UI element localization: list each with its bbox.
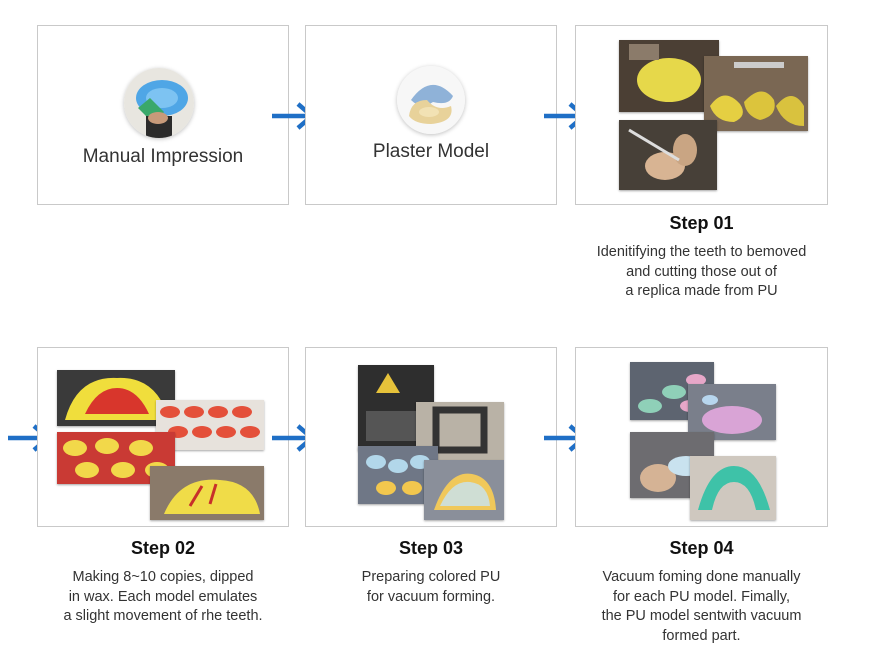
step-03-description: Preparing colored PU for vacuum forming.	[290, 568, 572, 607]
step-04-photo-aligner	[690, 456, 776, 520]
step-02-box	[37, 347, 289, 527]
step-03-line: for vacuum forming.	[366, 588, 496, 605]
step-04-box	[575, 347, 828, 527]
plaster-model-image	[397, 66, 465, 134]
step-01-title: Step 01	[669, 213, 734, 233]
step-02-photo-detail	[150, 466, 264, 520]
step-04-title: Step 04	[669, 538, 734, 558]
step-04-line: Vacuum foming done manually	[602, 569, 801, 585]
plaster-model-label: Plaster Model	[372, 141, 490, 162]
step-02-line: a slight movement of rhe teeth.	[63, 608, 263, 624]
step-01-line: a replica made from PU	[625, 283, 778, 299]
step-02-description: Making 8~10 copies, dipped in wax. Each …	[22, 568, 304, 627]
step-03-photo-formed	[424, 460, 504, 520]
step-01-description: Idenitifying the teeth to bemoved and cu…	[560, 243, 843, 302]
step-04-line: for each PU model. Fimally,	[612, 588, 790, 605]
step-01-line: Idenitifying the teeth to bemoved	[596, 244, 807, 260]
step-04-description: Vacuum foming done manually for each PU …	[560, 568, 843, 646]
step-01-photo-cutting	[619, 40, 719, 112]
step-04-line: the PU model sentwith vacuum	[601, 608, 802, 624]
step-04-line: formed part.	[662, 627, 741, 644]
step-01-photo-tools	[619, 120, 717, 190]
step-02-title: Step 02	[130, 538, 196, 558]
step-03-box	[305, 347, 557, 527]
step-02-photo-wax-model	[57, 370, 175, 426]
step-04-photo-pink	[688, 384, 776, 440]
manual-impression-label: Manual Impression	[82, 146, 244, 167]
step-03-title: Step 03	[398, 538, 464, 558]
step-01-line: and cutting those out of	[626, 263, 777, 280]
step-01-box	[575, 25, 828, 205]
manual-impression-box: Manual Impression	[37, 25, 289, 205]
plaster-model-box: Plaster Model	[305, 25, 557, 205]
step-03-line: Preparing colored PU	[361, 569, 501, 585]
step-02-line: in wax. Each model emulates	[68, 588, 258, 605]
impression-image	[124, 68, 194, 138]
step-02-line: Making 8~10 copies, dipped	[72, 569, 254, 585]
step-01-photo-replicas	[704, 56, 808, 131]
